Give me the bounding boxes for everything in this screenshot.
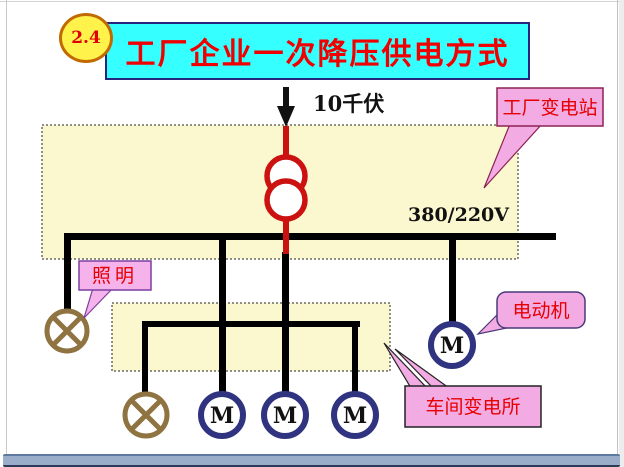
transformer-icon <box>264 154 308 222</box>
motor-label: 电动机 <box>512 300 569 322</box>
lamp-icon <box>122 391 170 439</box>
motor-feeder-line <box>449 236 456 325</box>
main-bus-line <box>64 233 556 240</box>
workshop-bus-line <box>142 321 360 327</box>
motor-icon: M <box>428 321 476 369</box>
workshop-substation-label: 车间变电所 <box>425 396 520 418</box>
slide-frame-top <box>0 1 624 2</box>
motor-icon: M <box>331 391 379 439</box>
section-number-badge: 2.4 <box>59 13 113 63</box>
bus-voltage-label: 380/220V <box>408 204 510 226</box>
workshop-right-drop-line <box>352 321 358 393</box>
callout-factory-substation: 工厂变电站 <box>483 87 604 189</box>
slide-frame-right-strip <box>619 0 624 467</box>
callout-lighting: 照明 <box>78 260 152 319</box>
feeder-line-1 <box>219 236 226 393</box>
down-arrow-icon <box>277 87 295 127</box>
incoming-voltage-label: 10千伏 <box>313 91 384 116</box>
motor-letter: M <box>273 403 297 429</box>
hv-line-lower <box>283 212 289 254</box>
callout-motor: 电动机 <box>476 291 586 336</box>
motor-icon: M <box>261 391 309 439</box>
section-number: 2.4 <box>71 28 101 48</box>
hv-line-upper <box>283 126 289 165</box>
slide-footer-bar <box>3 454 620 467</box>
factory-substation-label: 工厂变电站 <box>502 97 597 119</box>
workshop-substation-box <box>111 302 391 372</box>
motor-letter: M <box>440 333 464 359</box>
page-title-text: 工厂企业一次降压供电方式 <box>125 37 510 72</box>
lamp-icon <box>44 308 90 354</box>
motor-letter: M <box>210 403 234 429</box>
workshop-left-drop-line <box>142 321 148 395</box>
motor-letter: M <box>343 403 367 429</box>
slide-frame-left <box>6 0 7 455</box>
slide-frame-right <box>617 0 618 455</box>
lighting-feeder-line <box>64 233 71 311</box>
motor-icon: M <box>198 391 246 439</box>
page-title: 工厂企业一次降压供电方式 <box>105 22 530 80</box>
callout-workshop-substation: 车间变电所 <box>383 342 542 428</box>
lighting-label: 照明 <box>92 265 138 287</box>
